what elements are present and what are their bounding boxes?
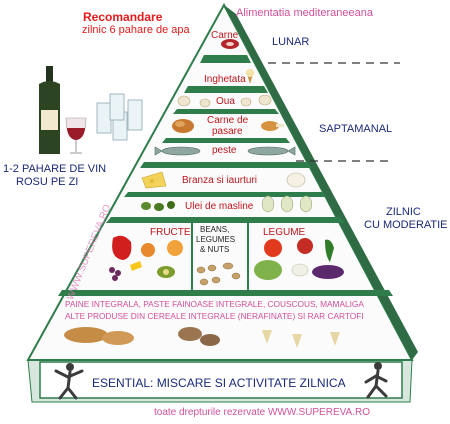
label-fruits: FRUCTE bbox=[150, 227, 191, 238]
chicken-leg-icon bbox=[261, 121, 284, 131]
label-eggs: Oua bbox=[216, 96, 235, 107]
label-beans: BEANS, bbox=[200, 225, 230, 234]
label-cheese: Branza si iaurturi bbox=[182, 175, 258, 186]
tier-separators bbox=[58, 55, 393, 296]
ice-cream-icon bbox=[246, 69, 254, 84]
water-glasses-icon bbox=[96, 93, 143, 141]
pyramid-base-panel bbox=[39, 361, 403, 399]
frequency-weekly: SAPTAMANAL bbox=[319, 123, 393, 135]
label-grains: PAINE INTEGRALA, PASTE FAINOASE INTEGRAL… bbox=[65, 299, 364, 309]
diet-title: Alimentatia mediteraneeana bbox=[236, 7, 373, 19]
label-olive-oil: Ulei de masline bbox=[185, 201, 254, 212]
base-essential: ESENTIAL: MISCARE SI ACTIVITATE ZILNICA bbox=[92, 376, 346, 390]
pyramid-side-shade bbox=[224, 5, 418, 360]
olive-oil-icon bbox=[261, 195, 313, 213]
label-nuts: & NUTS bbox=[200, 245, 230, 254]
olives-icon bbox=[141, 201, 175, 211]
eggs-icon bbox=[177, 94, 272, 108]
yogurt-icon bbox=[286, 172, 306, 188]
frequency-daily-moderation: CU MODERATIE bbox=[364, 219, 448, 231]
label-icecream: Inghetata bbox=[204, 74, 246, 85]
vegetables-icon bbox=[254, 238, 344, 280]
wine-glass-icon bbox=[65, 117, 87, 154]
label-poultry-2: pasare bbox=[212, 126, 243, 137]
beans-nuts-icon bbox=[196, 262, 241, 286]
frequency-daily: ZILNIC bbox=[386, 206, 421, 218]
footer-copyright: toate drepturile rezervate WWW.SUPEREVA.… bbox=[154, 407, 370, 418]
wine-recommendation: 1-2 PAHARE DE VIN bbox=[3, 163, 107, 175]
roast-chicken-icon bbox=[172, 119, 194, 133]
fish-icon bbox=[154, 146, 296, 156]
fruit-icon bbox=[109, 235, 183, 281]
wine-recommendation-2: ROSU PE ZI bbox=[16, 176, 79, 188]
dancer-figure-icon bbox=[54, 363, 84, 400]
recommend-title: Recomandare bbox=[83, 10, 163, 24]
cheese-icon bbox=[141, 171, 167, 189]
label-vegetables: LEGUME bbox=[263, 227, 306, 238]
label-fish: peste bbox=[212, 145, 237, 156]
label-meat: Carne bbox=[211, 30, 239, 41]
wine-bottle-icon bbox=[39, 66, 60, 154]
label-legumes: LEGUMES bbox=[196, 235, 236, 244]
recommend-subtitle: zilnic 6 pahare de apa bbox=[82, 24, 190, 36]
label-grains-2: ALTE PRODUSE DIN CEREALE INTEGRALE (NERA… bbox=[65, 311, 364, 321]
frequency-monthly: LUNAR bbox=[272, 36, 310, 48]
steak-icon bbox=[221, 39, 239, 49]
runner-figure-icon bbox=[364, 362, 388, 399]
grains-icon bbox=[64, 327, 340, 348]
label-poultry: Carne de bbox=[207, 115, 249, 126]
